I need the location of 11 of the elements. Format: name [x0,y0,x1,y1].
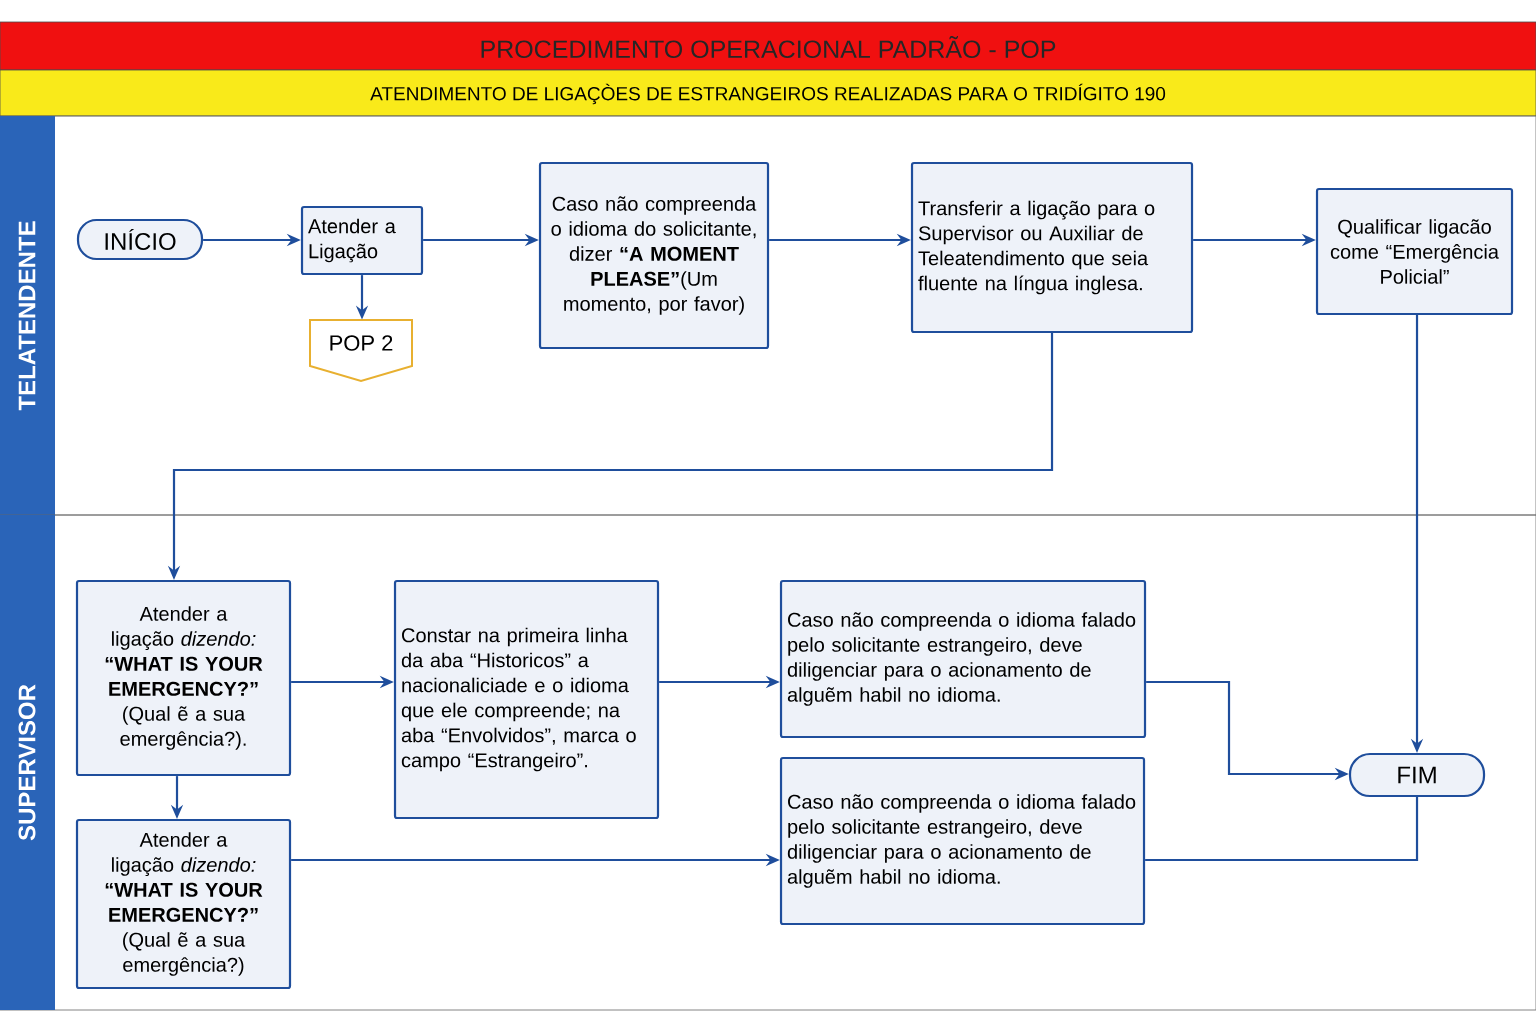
title-banner: PROCEDIMENTO OPERACIONAL PADRÃO - POP [0,21,1536,71]
process-box: Caso não compreenda o idioma do solicitante, dizer “A MOMENT PLEASE”(Um momento, por favor) [538,161,770,350]
process-box: Caso não compreenda o idioma falado pelo solicitante estrangeiro, deve diligenciar para o acionamento de alguẽm habil no idioma. [779,756,1146,926]
process-box: Atender a ligação dizendo: “WHAT IS YOUR EMERGENCY?” (Qual ẽ a sua emergência?). [75,579,292,777]
process-box: Constar na primeira linha da aba “Historicos” a nacionaliciade e o idioma que ele compreende; na aba “Envolvidos”, marca o campo “Estrangeiro”. [393,579,660,820]
process-box: Transferir a ligação para o Supervisor ou Auxiliar de Teleatendimento que seia fluente na língua inglesa. [910,161,1194,334]
process-box: Qualificar ligacão come “Emergência Policial” [1315,187,1514,316]
subtitle-banner: ATENDIMENTO DE LIGAÇÒES DE ESTRANGEIROS REALIZADAS PARA O TRIDÍGITO 190 [0,69,1536,117]
process-box: Atender a ligação dizendo: “WHAT IS YOUR EMERGENCY?” (Qual ẽ a sua emergência?) [75,818,292,990]
process-box: Caso não compreenda o idioma falado pelo solicitante estrangeiro, deve diligenciar para o acionamento de alguẽm habil no idioma. [779,579,1147,739]
process-box: Atender a Ligação [300,205,424,276]
